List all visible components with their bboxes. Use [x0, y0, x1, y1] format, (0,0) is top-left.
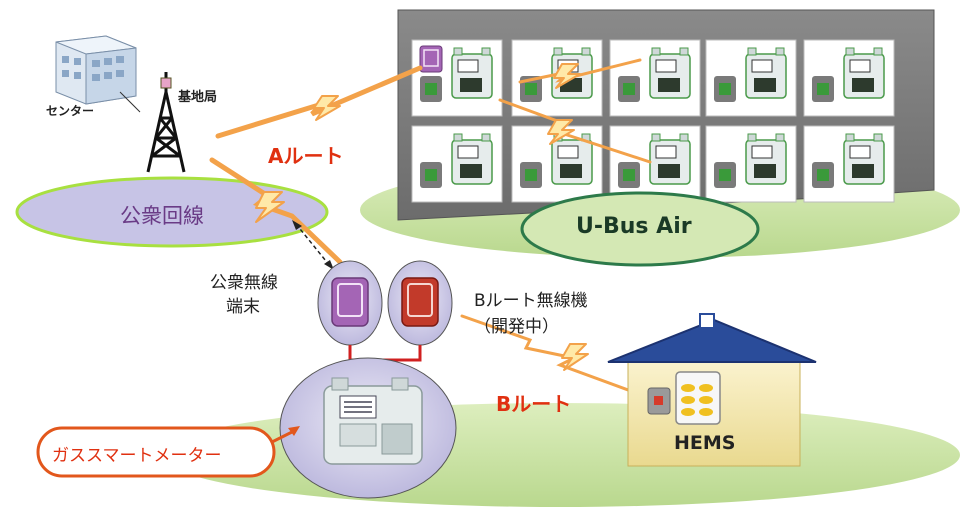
- data-center-building: [55, 35, 137, 105]
- public-line-label: 公衆回線: [120, 204, 204, 228]
- center-label: センター: [46, 104, 95, 118]
- gas-smart-meter: [279, 357, 457, 499]
- ubus-air-ellipse: [520, 191, 760, 267]
- antenna-icon: [160, 77, 172, 89]
- gas-meter-label-box: [36, 426, 276, 478]
- apartment-unit: [511, 125, 603, 203]
- route-b-label: Bルート: [496, 392, 572, 416]
- apartment-unit: [411, 125, 503, 203]
- apartment-unit: [609, 125, 701, 203]
- hems-label: HEMS: [674, 432, 736, 454]
- ubus-air-label: U-Bus Air: [576, 214, 692, 239]
- dashed-link-arrow-bottom: [324, 260, 334, 270]
- terminal-label-line1: 公衆無線: [210, 273, 278, 293]
- public-line-ellipse: [15, 176, 329, 248]
- b-route-device-label-line2: （開発中）: [474, 317, 559, 337]
- apartment-unit: [609, 39, 701, 117]
- apartment-unit: [803, 125, 895, 203]
- center-leader-line: [119, 91, 141, 113]
- apartment-unit: [511, 39, 603, 117]
- apartment-unit: [803, 39, 895, 117]
- dashed-link: [295, 223, 331, 267]
- gas-smart-meter-label: ガススマートメーター: [52, 446, 222, 466]
- apartment-unit: [705, 39, 797, 117]
- b-route-device-on-wall: [647, 387, 671, 415]
- route-a-label: Aルート: [268, 144, 344, 168]
- hems-panel: [675, 371, 721, 425]
- apartment-unit: [411, 39, 503, 117]
- lightning-icons: [255, 63, 589, 371]
- pointer-arrowhead: [288, 426, 300, 436]
- b-route-device-label-line1: Bルート無線機: [474, 291, 588, 311]
- public-wireless-terminal: [317, 260, 383, 346]
- dashed-link-arrow-top: [292, 220, 302, 230]
- terminal-label-line2: 端末: [226, 297, 260, 317]
- b-route-wireless-device: [387, 260, 453, 346]
- apartment-building: [397, 9, 935, 221]
- lower-ground: [160, 403, 960, 507]
- apartment-unit: [705, 125, 797, 203]
- base-station-tower: [146, 72, 186, 173]
- base-station-label: 基地局: [178, 90, 218, 105]
